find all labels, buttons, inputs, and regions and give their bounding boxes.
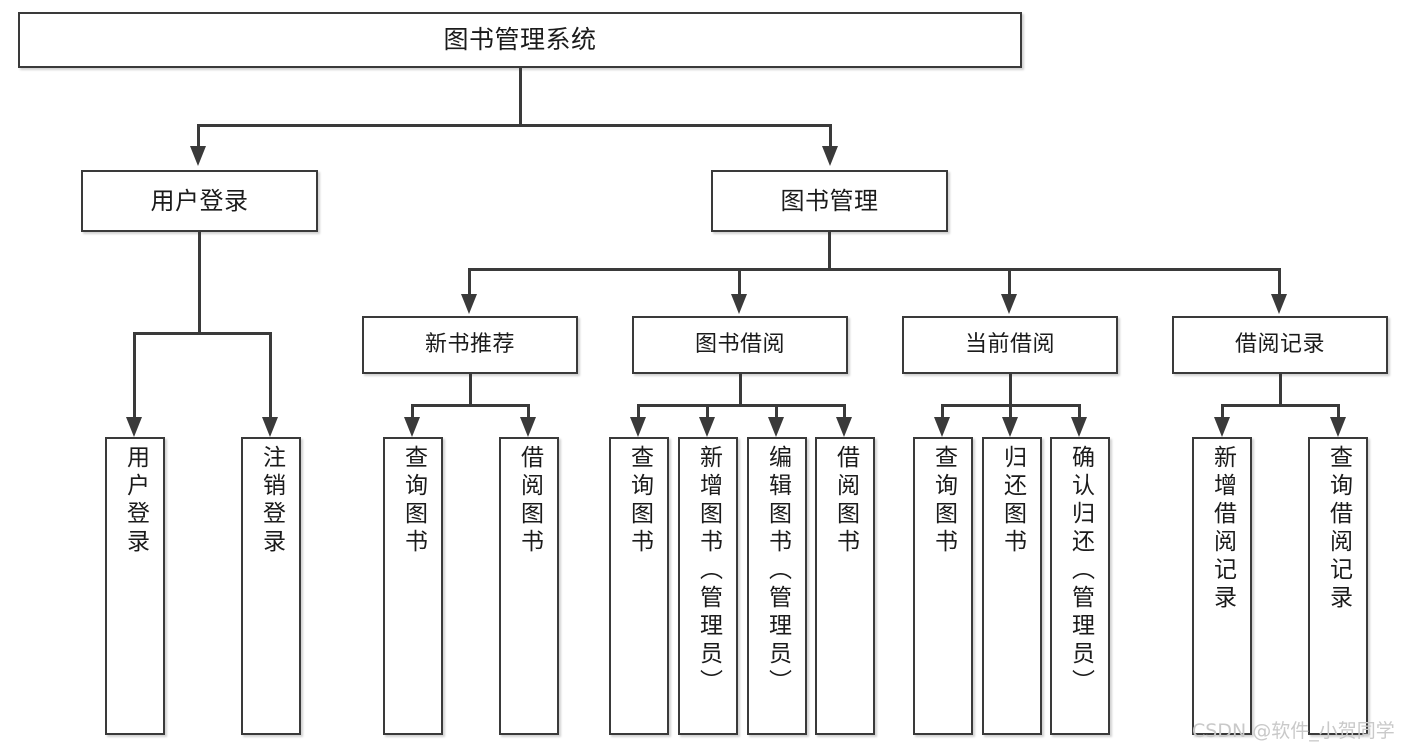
node-label: 查询图书	[400, 445, 427, 557]
arrow-to-borrow-record	[1271, 294, 1287, 314]
connector-new-book-stem	[469, 374, 472, 406]
connector-user-login-leaf2	[269, 332, 272, 419]
arrow-to-book-borrow-leaf3	[768, 417, 784, 437]
node-label: 图书管理系统	[443, 25, 597, 55]
node-new-book-recommend[interactable]: 新书推荐	[362, 316, 578, 374]
arrow-to-current-borrow-leaf2	[1002, 417, 1018, 437]
leaf-logout[interactable]: 注销登录	[241, 437, 301, 735]
node-label: 查询借阅记录	[1325, 445, 1352, 613]
arrow-to-book-borrow-leaf4	[836, 417, 852, 437]
node-label: 图书管理	[780, 186, 879, 215]
connector-new-book-bus	[411, 404, 529, 407]
connector-book-borrow-bus	[637, 404, 845, 407]
leaf-borrow-book[interactable]: 借阅图书	[815, 437, 875, 735]
arrow-to-new-book-recommend	[461, 294, 477, 314]
node-label: 图书借阅	[694, 332, 785, 358]
arrow-to-current-borrow	[1001, 294, 1017, 314]
arrow-to-user-login-leaf	[126, 417, 142, 437]
node-label: 确认归还（管理员）	[1067, 445, 1094, 697]
connector-borrow-record-bus	[1221, 404, 1339, 407]
arrow-to-borrow-record-leaf2	[1330, 417, 1346, 437]
leaf-query-book-borrow[interactable]: 查询图书	[609, 437, 669, 735]
leaf-edit-book-admin[interactable]: 编辑图书（管理员）	[747, 437, 807, 735]
connector-root-to-book-management	[829, 124, 832, 148]
leaf-add-borrow-record[interactable]: 新增借阅记录	[1192, 437, 1252, 735]
connector-book-borrow-leaf4	[843, 404, 846, 419]
arrow-to-logout-leaf	[262, 417, 278, 437]
connector-current-borrow-leaf2	[1009, 404, 1012, 419]
connector-to-new-book	[468, 268, 471, 296]
arrow-to-book-borrow-leaf2	[699, 417, 715, 437]
leaf-add-book-admin[interactable]: 新增图书（管理员）	[678, 437, 738, 735]
node-label: 新增图书（管理员）	[695, 445, 722, 697]
leaf-query-book-recommend[interactable]: 查询图书	[383, 437, 443, 735]
arrow-to-book-management	[822, 146, 838, 166]
node-label: 借阅图书	[832, 445, 859, 557]
node-label: 查询图书	[626, 445, 653, 557]
leaf-confirm-return-admin[interactable]: 确认归还（管理员）	[1050, 437, 1110, 735]
node-label: 查询图书	[930, 445, 957, 557]
connector-borrow-record-leaf1	[1221, 404, 1224, 419]
node-book-borrow[interactable]: 图书借阅	[632, 316, 848, 374]
connector-book-borrow-leaf2	[706, 404, 709, 419]
connector-root-bus	[197, 124, 832, 127]
connector-user-login-leaf1	[133, 332, 136, 419]
connector-root-stem	[519, 68, 522, 126]
connector-current-borrow-stem	[1009, 374, 1012, 406]
node-label: 新书推荐	[424, 332, 515, 358]
watermark-csdn: CSDN @软件_小贺同学	[1192, 720, 1395, 742]
connector-borrow-record-stem	[1279, 374, 1282, 406]
connector-level3-bus	[468, 268, 1280, 271]
arrow-to-new-book-leaf2	[520, 417, 536, 437]
connector-to-current-borrow	[1008, 268, 1011, 296]
connector-book-borrow-stem	[739, 374, 742, 406]
node-label: 当前借阅	[964, 332, 1055, 358]
node-label: 用户登录	[150, 186, 249, 215]
arrow-to-user-login	[190, 146, 206, 166]
leaf-return-book[interactable]: 归还图书	[982, 437, 1042, 735]
leaf-query-borrow-record[interactable]: 查询借阅记录	[1308, 437, 1368, 735]
node-label: 编辑图书（管理员）	[764, 445, 791, 697]
arrow-to-current-borrow-leaf1	[934, 417, 950, 437]
connector-book-management-stem	[828, 232, 831, 270]
node-label: 用户登录	[122, 445, 149, 557]
node-current-borrow[interactable]: 当前借阅	[902, 316, 1118, 374]
node-borrow-record[interactable]: 借阅记录	[1172, 316, 1388, 374]
node-book-management[interactable]: 图书管理	[711, 170, 948, 232]
node-label: 归还图书	[999, 445, 1026, 557]
connector-user-login-bus	[133, 332, 271, 335]
node-root-book-management-system[interactable]: 图书管理系统	[18, 12, 1022, 68]
node-user-login[interactable]: 用户登录	[81, 170, 318, 232]
connector-root-to-user-login	[197, 124, 200, 148]
arrow-to-borrow-record-leaf1	[1214, 417, 1230, 437]
connector-to-borrow-record	[1278, 268, 1281, 296]
arrow-to-book-borrow-leaf1	[630, 417, 646, 437]
connector-current-borrow-leaf1	[941, 404, 944, 419]
arrow-to-current-borrow-leaf3	[1071, 417, 1087, 437]
connector-current-borrow-leaf3	[1078, 404, 1081, 419]
connector-new-book-leaf2	[527, 404, 530, 419]
node-label: 注销登录	[258, 445, 285, 557]
node-label: 借阅图书	[516, 445, 543, 557]
arrow-to-book-borrow	[731, 294, 747, 314]
leaf-query-book-current[interactable]: 查询图书	[913, 437, 973, 735]
connector-borrow-record-leaf2	[1337, 404, 1340, 419]
connector-new-book-leaf1	[411, 404, 414, 419]
connector-book-borrow-leaf3	[775, 404, 778, 419]
node-label: 借阅记录	[1234, 332, 1325, 358]
node-label: 新增借阅记录	[1209, 445, 1236, 613]
arrow-to-new-book-leaf1	[404, 417, 420, 437]
connector-user-login-stem	[198, 232, 201, 334]
connector-to-book-borrow	[738, 268, 741, 296]
leaf-user-login[interactable]: 用户登录	[105, 437, 165, 735]
leaf-borrow-book-recommend[interactable]: 借阅图书	[499, 437, 559, 735]
connector-book-borrow-leaf1	[637, 404, 640, 419]
